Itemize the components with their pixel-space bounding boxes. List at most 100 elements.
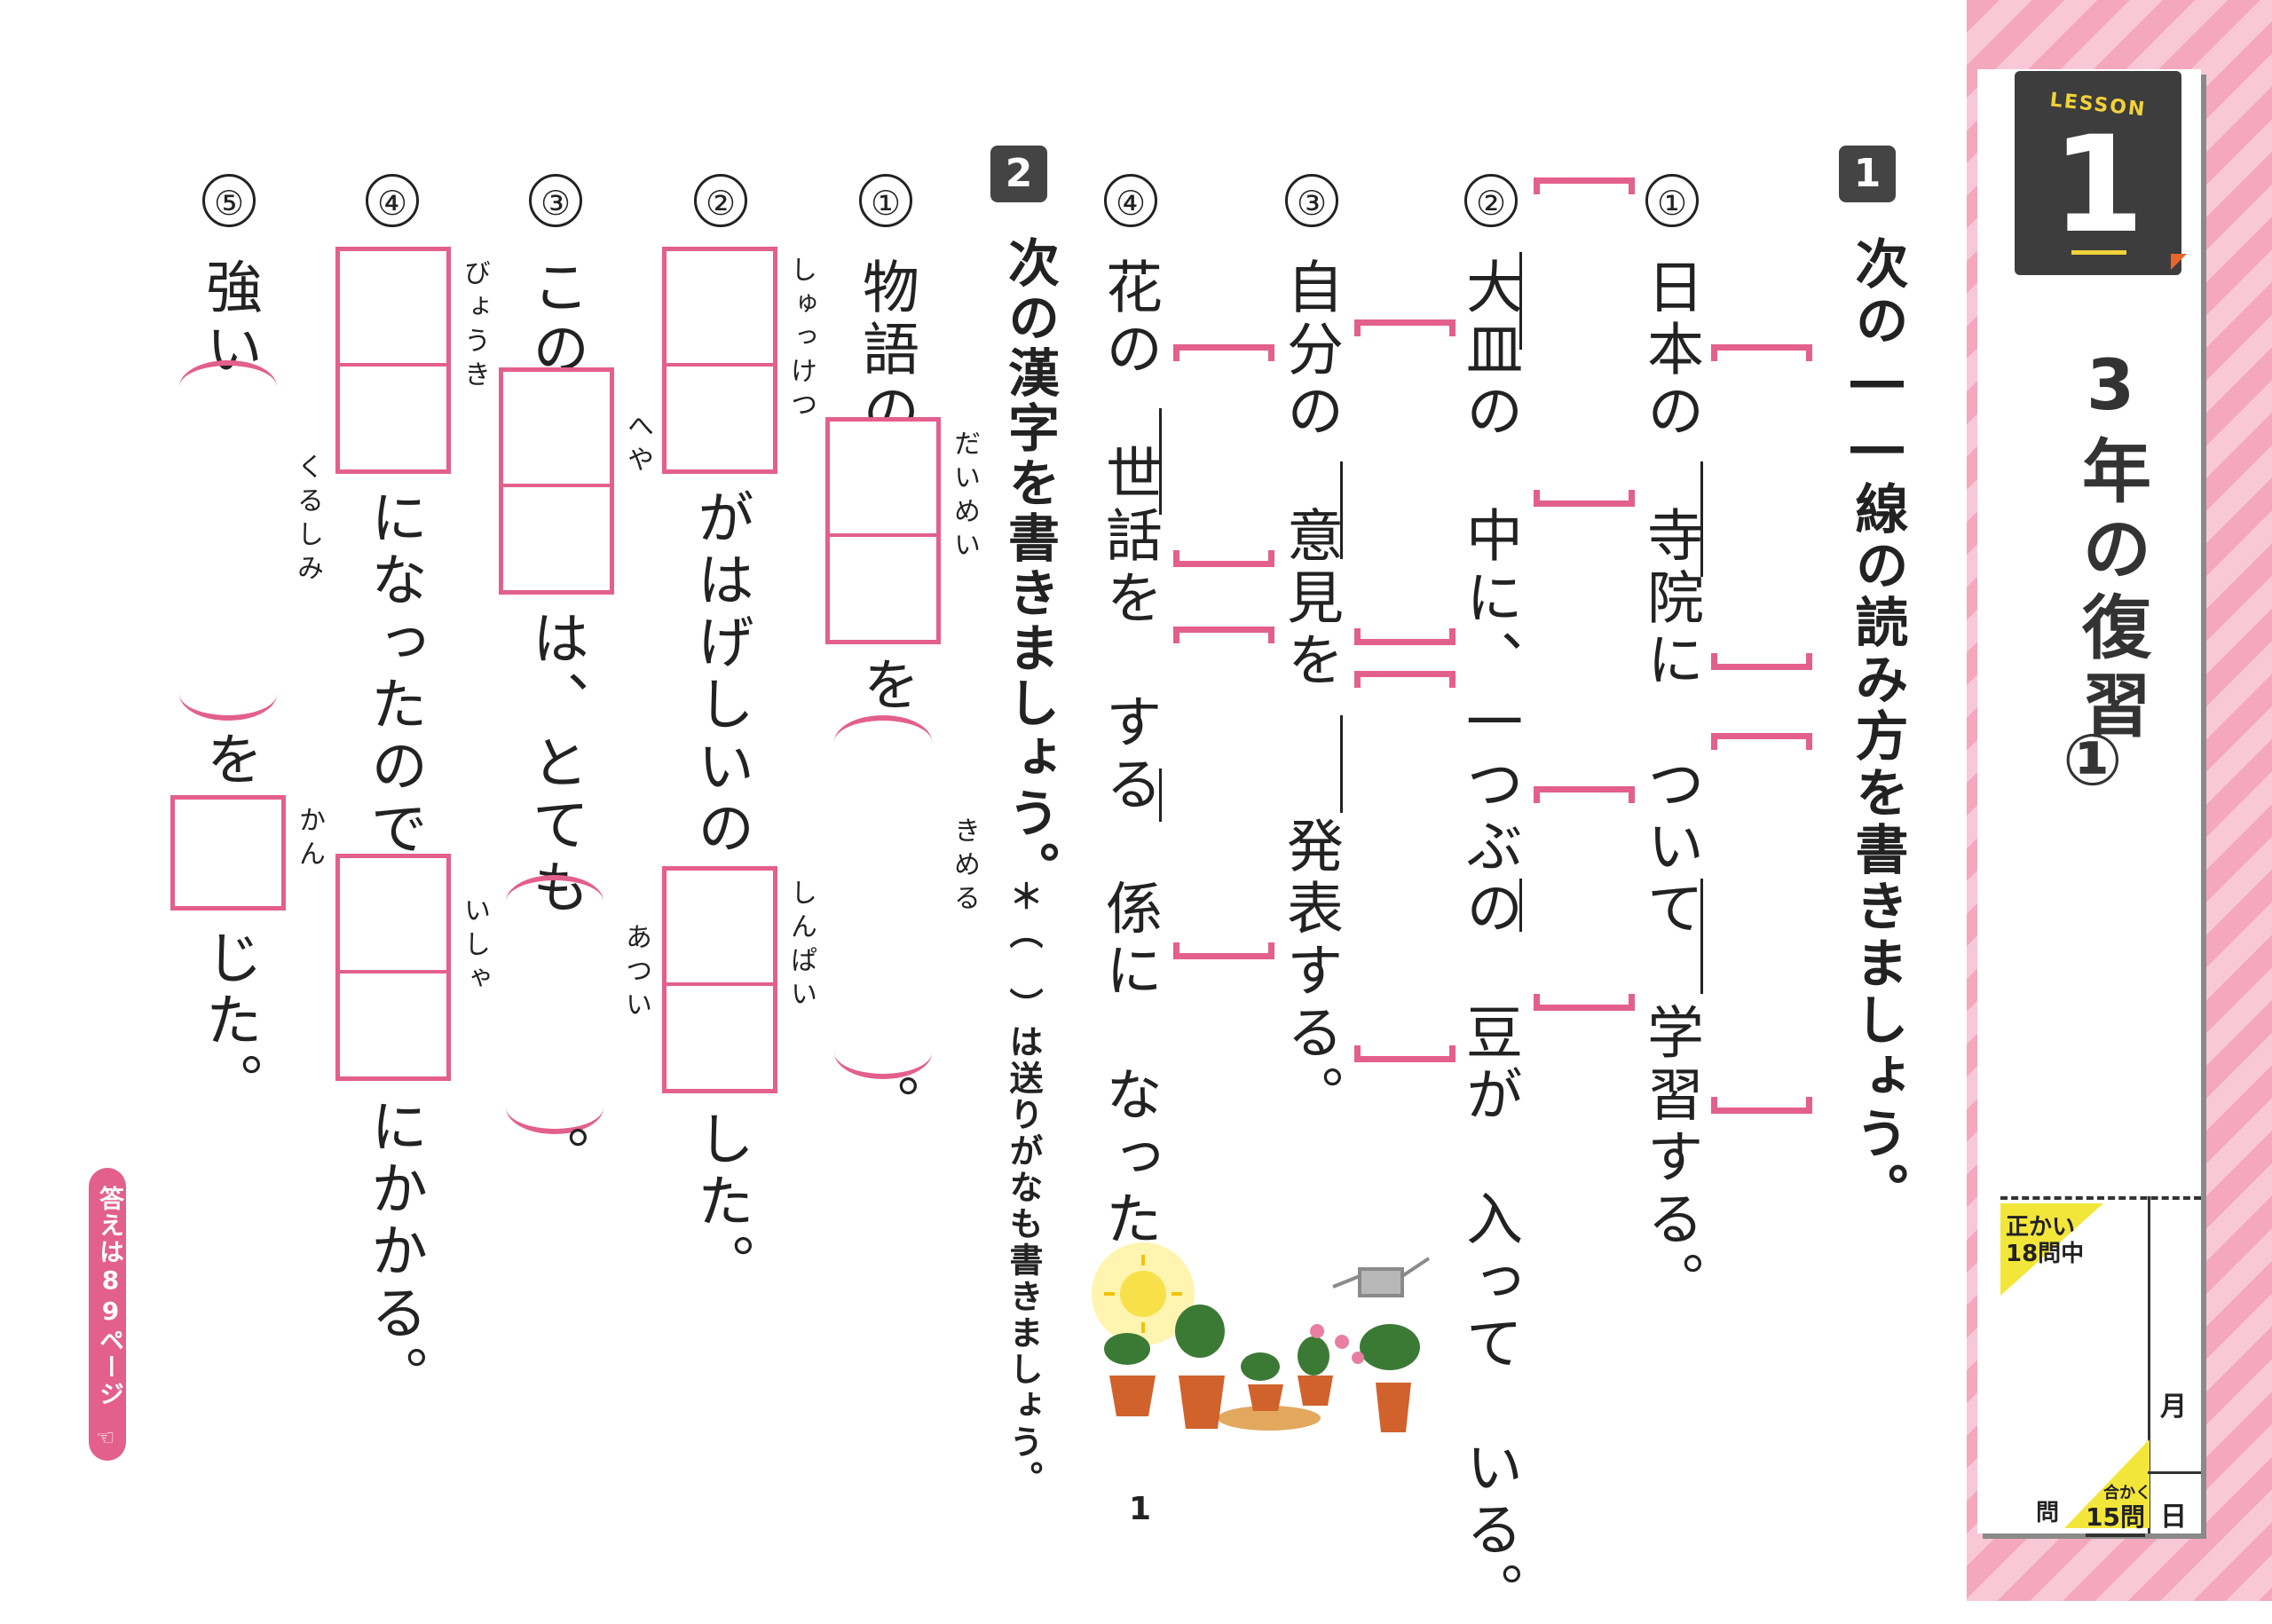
s1-item4-underline-2 [1159,769,1164,822]
score-correct-label: 正かい [2006,1214,2076,1241]
score-yellow-tag [2000,1203,2103,1296]
s1-item1-answer-bracket-2-top [1711,733,1812,750]
s1-item2-number: ② [1464,174,1518,227]
s1-item1-answer-bracket-1-bottom [1711,653,1812,670]
day-label: 日 [2160,1502,2187,1533]
s2-item2-mid: がはげしいので [688,488,753,923]
answer-page-tab[interactable]: 答えは89ページ ☜ [89,1168,126,1461]
s2-item2-kanji-box-2[interactable] [662,866,777,1093]
s1-item3-number: ③ [1285,174,1338,227]
pass-tag [2064,1439,2150,1528]
lesson-badge-fold [2171,254,2187,270]
s2-item4-ruby1: びょうき [459,259,490,394]
s1-item1-underline-1 [1700,461,1705,577]
s2-item3-ruby1: へや [622,412,653,479]
s2-item1-end: 。 [853,1074,919,1136]
s1-item2-underline-2 [1519,879,1524,932]
s2-item5-okurigana-paren-top[interactable] [179,360,277,387]
plants-illustration [1092,1242,1431,1432]
s2-item5-kanji-box[interactable] [170,795,286,911]
s1-item2-text: 大皿の 中に、一つぶの 豆が 入って いる。 [1456,257,1522,1624]
answer-page-label: 答えは89ページ [96,1186,125,1407]
s2-item3-ruby2: あつい [620,923,651,1024]
table-top [1218,1406,1321,1431]
page-number: 1 [1129,1491,1152,1527]
pot-4 [1298,1376,1333,1406]
s2-item5-ruby1: くるしみ [292,453,323,587]
section2-badge: 2 [990,146,1047,202]
score-divider [2148,1196,2150,1533]
s2-item4-ruby2: いしゃ [459,896,490,997]
s1-item3-text: 自分の 意見を 発表する。 [1277,257,1343,1127]
s2-item4-number: ④ [366,174,419,227]
s2-item3-mid: は、とても [523,609,588,919]
pointing-hand-icon: ☜ [96,1425,115,1450]
s1-item1-underline-2 [1700,879,1705,994]
sun-icon [1120,1271,1166,1317]
s1-item4-answer-bracket-1-bottom [1173,550,1274,567]
s1-item1-number: ① [1645,174,1699,227]
day-divider [2148,1471,2201,1474]
s2-item3-okurigana-paren-top[interactable] [506,875,604,902]
score-dashed-line [2000,1196,2201,1200]
s1-item4-answer-bracket-2-bottom [1173,942,1274,959]
section2-note: ＊（ ）は送りがなも書きましょう。 [1004,879,1043,1497]
s1-item3-answer-bracket-2-top [1354,671,1456,688]
s1-item1-answer-bracket-2-bottom [1711,1097,1812,1114]
s2-item5-ruby2: かん [294,806,325,873]
section1-instruction: 次の――線の読み方を書きましょう。 [1846,236,1908,1219]
s2-item5-mid: を [196,729,262,792]
section1-badge: 1 [1839,146,1896,202]
s1-item3-answer-bracket-1-top [1354,319,1456,336]
s2-item2-ruby1: しゅっけつ [785,256,816,424]
lesson-badge: LESSON 1 [2015,71,2181,275]
s2-item1-okurigana-paren-top[interactable] [834,715,932,742]
s2-item4-mid: になったので、 [361,488,427,923]
s2-item1-okurigana-paren-bottom[interactable] [834,1052,932,1079]
s2-item1-ruby1: だいめい [949,430,980,564]
s2-item4-kanji-box-1[interactable] [335,247,451,474]
pass-label: 合かく [2103,1484,2151,1502]
s2-item5-number: ⑤ [202,174,256,227]
pot-3 [1248,1384,1283,1411]
pass-value: 15問 [2086,1498,2145,1537]
s1-item2-answer-bracket-1-top [1534,177,1635,194]
s2-item4-kanji-box-2[interactable] [335,854,451,1081]
s1-item2-answer-bracket-2-top [1534,786,1635,803]
s1-item3-underline-2 [1340,715,1345,813]
s2-item1-ruby2: きめる [949,816,980,918]
s2-item2-kanji-box-1[interactable] [662,247,777,474]
s2-item1-mid: を [853,655,919,717]
s2-item3-okurigana-paren-bottom[interactable] [506,1108,604,1134]
s2-item4-end: にかかる。 [361,1097,427,1407]
s2-item3-kanji-box[interactable] [499,367,614,595]
s2-item2-end: した。 [688,1109,753,1296]
s2-item3-end: 。 [523,1125,588,1187]
score-unit: 問 [2036,1500,2060,1526]
s2-item2-number: ② [694,174,747,227]
section2-instruction: 次の漢字を書きましょう。 [999,236,1060,896]
page-title-number: ① [2063,719,2123,801]
pot-5 [1376,1383,1411,1432]
s1-item3-underline-1 [1340,461,1345,559]
s2-item5-okurigana-paren-bottom[interactable] [179,694,277,721]
pot-2 [1179,1376,1225,1429]
s1-item3-answer-bracket-2-bottom [1354,1045,1456,1062]
s1-item4-answer-bracket-1-top [1173,344,1274,361]
s1-item4-underline-1 [1159,408,1164,515]
s2-item2-ruby2: しんぱい [785,879,816,1013]
s2-item1-kanji-box[interactable] [825,417,941,644]
month-label: 月 [2160,1391,2187,1423]
s1-item2-answer-bracket-1-bottom [1534,490,1635,507]
s2-item5-end: じた。 [196,928,262,1115]
score-total-label: 18問中 [2006,1241,2085,1267]
s1-item1-answer-bracket-1-top [1711,344,1812,361]
s1-item4-answer-bracket-2-top [1173,627,1274,643]
s1-item3-answer-bracket-1-bottom [1354,628,1456,645]
page-title: 3年の復習 [2071,346,2150,747]
s2-item3-before: この [523,257,588,382]
s1-item4-text: 花の 世話を する 係に なった。 [1096,257,1162,1313]
s1-item2-underline-1 [1519,252,1524,350]
s2-item3-number: ③ [529,174,582,227]
pot-1 [1109,1376,1156,1416]
